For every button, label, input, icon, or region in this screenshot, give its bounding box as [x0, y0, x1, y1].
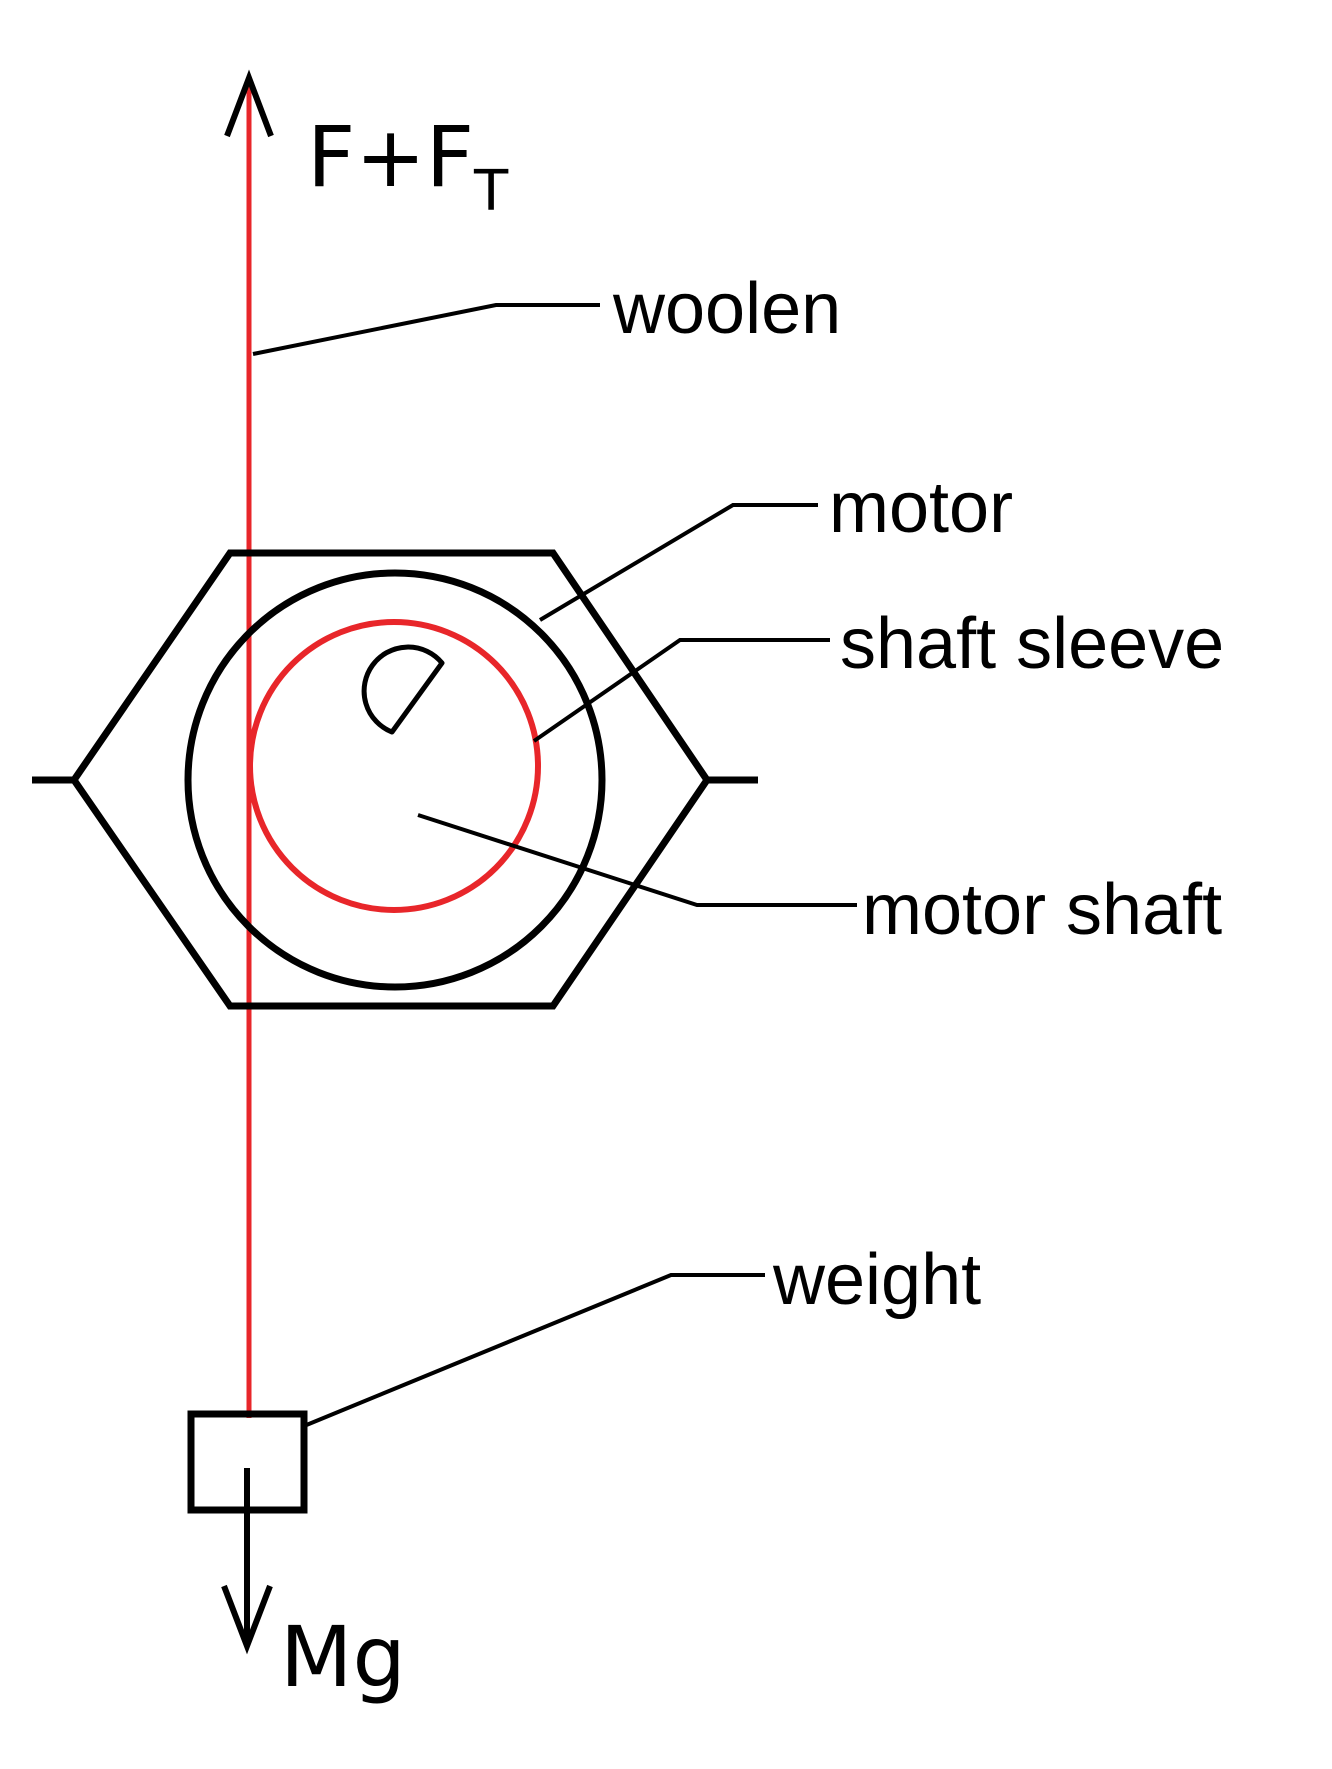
up-arrow-icon — [224, 69, 274, 138]
shaft-sleeve-leader-line — [532, 638, 830, 743]
down-arrow-icon — [221, 1584, 273, 1655]
shaft-sleeve-label: shaft sleeve — [840, 604, 1224, 684]
shaft-sleeve-circle — [247, 619, 541, 913]
weight-label: weight — [772, 1240, 981, 1320]
motor-shaft-leader-line — [417, 813, 857, 907]
top-force-label: F+FT — [307, 108, 509, 224]
bottom-force-label: Mg — [280, 1608, 406, 1706]
motor-shaft-shape — [361, 644, 445, 735]
motor-leader-line — [538, 503, 818, 622]
weight-leader-line — [303, 1273, 765, 1428]
motor-shaft-label: motor shaft — [862, 870, 1222, 950]
motor-label: motor — [829, 468, 1013, 548]
woolen-label: woolen — [612, 269, 841, 349]
woolen-leader-line — [252, 303, 600, 356]
motor-circle — [184, 569, 606, 991]
